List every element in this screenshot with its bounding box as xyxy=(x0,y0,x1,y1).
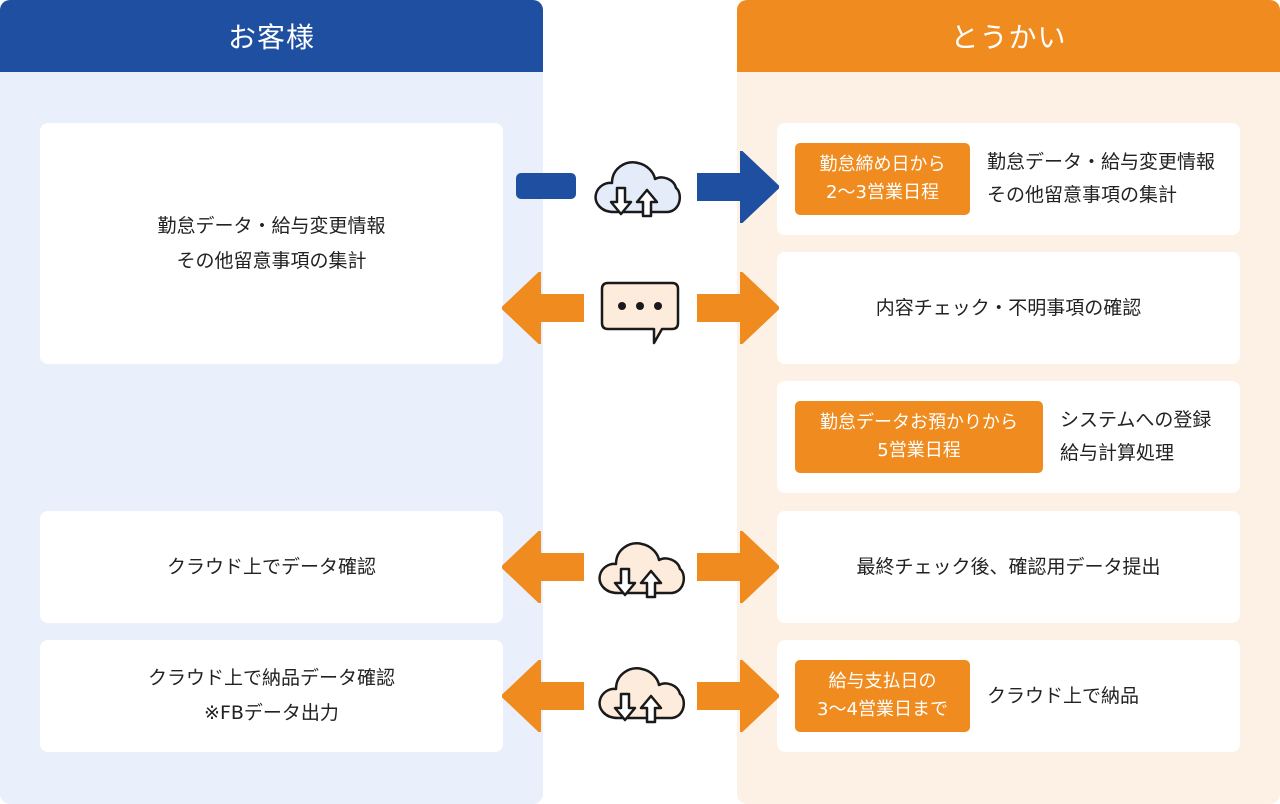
company-header: とうかい xyxy=(737,0,1280,72)
arrow-right-orange xyxy=(697,531,779,603)
customer-step-delivery-check-line-2: ※FBデータ出力 xyxy=(204,702,339,724)
customer-step-aggregate-line-2: その他留意事項の集計 xyxy=(176,249,367,272)
company-step-review-line-1: 内容チェック・不明事項の確認 xyxy=(875,296,1142,319)
customer-step-delivery-check: クラウド上で納品データ確認 ※FBデータ出力 xyxy=(40,640,503,752)
company-step-processing-line-2: 給与計算処理 xyxy=(1060,442,1175,464)
processing-badge: 勤怠データお預かりから 5営業日程 xyxy=(795,401,1043,473)
customer-step-delivery-check-line-1: クラウド上で納品データ確認 xyxy=(147,667,395,689)
arrow-left-orange xyxy=(502,660,584,732)
customer-header: お客様 xyxy=(0,0,543,72)
deadline-badge-line-1: 勤怠締め日から xyxy=(819,154,946,175)
company-step-aggregate: 勤怠締め日から 2〜3営業日程 勤怠データ・給与変更情報 その他留意事項の集計 xyxy=(777,123,1240,235)
company-step-delivery-line-1: クラウド上で納品 xyxy=(987,684,1140,707)
customer-step-cloud-check: クラウド上でデータ確認 xyxy=(40,511,503,623)
customer-step-aggregate: 勤怠データ・給与変更情報 その他留意事項の集計 xyxy=(40,123,503,364)
arrow-right-orange xyxy=(697,660,779,732)
customer-step-aggregate-line-1: 勤怠データ・給与変更情報 xyxy=(157,214,386,237)
company-step-aggregate-line-1: 勤怠データ・給与変更情報 xyxy=(987,151,1216,173)
arrow-right-orange xyxy=(697,272,779,344)
company-step-processing-line-1: システムへの登録 xyxy=(1060,409,1212,431)
payday-badge-line-2: 3〜4営業日まで xyxy=(817,699,948,720)
deadline-badge-line-2: 2〜3営業日程 xyxy=(826,182,939,203)
company-step-aggregate-line-2: その他留意事項の集計 xyxy=(987,184,1178,206)
arrow-dash-blue xyxy=(516,173,576,199)
processing-badge-line-1: 勤怠データお預かりから xyxy=(820,412,1018,433)
company-step-processing: 勤怠データお預かりから 5営業日程 システムへの登録 給与計算処理 xyxy=(777,381,1240,493)
cloud-upload-download-icon xyxy=(598,542,686,599)
company-step-review: 内容チェック・不明事項の確認 xyxy=(777,252,1240,364)
customer-step-cloud-check-line-1: クラウド上でデータ確認 xyxy=(166,555,376,578)
payday-badge-line-1: 給与支払日の xyxy=(828,671,937,692)
payday-badge: 給与支払日の 3〜4営業日まで xyxy=(795,660,970,732)
chat-bubble-icon xyxy=(600,281,680,345)
company-step-final-check: 最終チェック後、確認用データ提出 xyxy=(777,511,1240,623)
processing-badge-line-2: 5営業日程 xyxy=(877,440,961,461)
cloud-upload-download-icon xyxy=(594,161,682,218)
arrow-left-orange xyxy=(502,531,584,603)
arrow-right-blue xyxy=(697,151,779,223)
arrow-left-orange xyxy=(502,272,584,344)
company-step-final-check-line-1: 最終チェック後、確認用データ提出 xyxy=(856,555,1161,578)
deadline-badge: 勤怠締め日から 2〜3営業日程 xyxy=(795,143,970,215)
company-step-delivery: 給与支払日の 3〜4営業日まで クラウド上で納品 xyxy=(777,640,1240,752)
cloud-upload-download-icon xyxy=(598,667,686,724)
